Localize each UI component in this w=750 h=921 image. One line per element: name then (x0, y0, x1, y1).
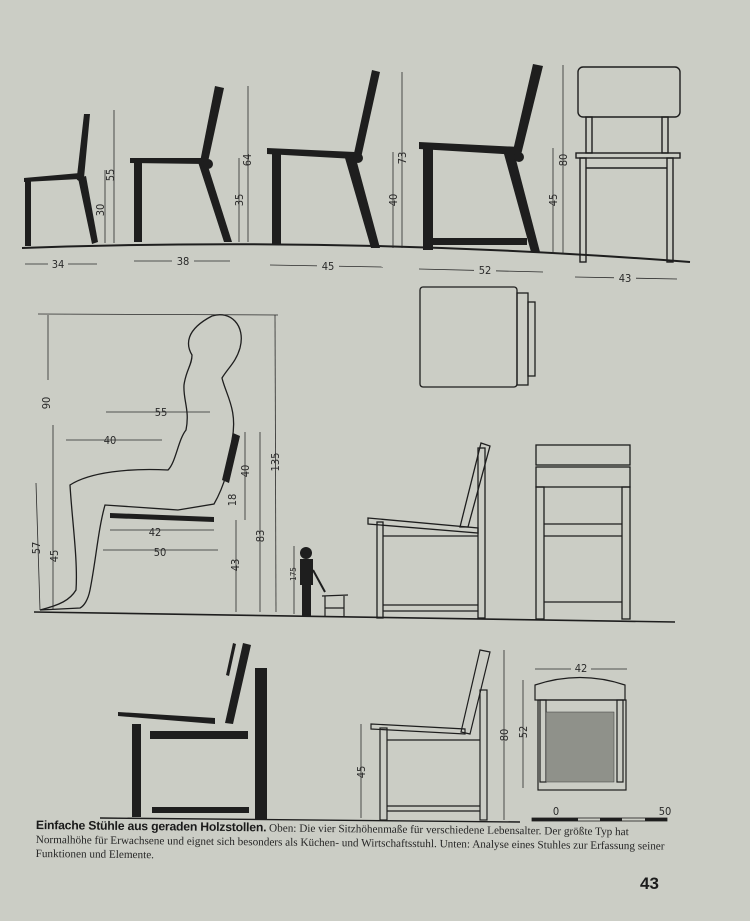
svg-text:18: 18 (226, 494, 239, 507)
child-chair (321, 594, 349, 617)
chair-side-view-bottom (370, 649, 491, 821)
svg-text:57: 57 (30, 542, 43, 555)
svg-text:55: 55 (104, 169, 117, 182)
svg-text:34: 34 (52, 258, 65, 271)
svg-text:45: 45 (322, 260, 335, 273)
ground-line-top (21, 243, 691, 263)
chair-size-4 (419, 64, 543, 252)
svg-text:135: 135 (269, 453, 282, 472)
svg-text:45: 45 (48, 550, 61, 563)
svg-text:80: 80 (498, 729, 511, 742)
svg-text:80: 80 (557, 154, 570, 167)
ground-line-bottom (99, 817, 521, 823)
dimension-labels-middle: 90 55 40 42 50 57 45 40 18 43 83 135 175 (30, 397, 298, 581)
seated-figure-outline (39, 314, 242, 611)
dimension-labels-top: 30 55 35 64 40 73 45 80 34 38 45 52 43 (48, 152, 636, 285)
svg-text:175: 175 (289, 567, 298, 581)
scale-bar: 0 50 (531, 805, 672, 822)
svg-text:50: 50 (154, 546, 167, 559)
chair-front-view-top (575, 66, 681, 263)
child-figure (300, 547, 326, 616)
svg-text:45: 45 (355, 766, 368, 779)
chair-side-view-middle (367, 442, 491, 619)
dimension-labels-bottom: 45 80 52 42 (355, 662, 591, 778)
svg-text:42: 42 (149, 526, 162, 539)
svg-text:50: 50 (659, 805, 672, 818)
page-number: 43 (640, 874, 659, 893)
svg-text:40: 40 (104, 434, 117, 447)
chair-front-view-middle (535, 444, 631, 620)
svg-text:90: 90 (40, 397, 53, 410)
exploded-chair-analysis (118, 643, 267, 819)
svg-text:0: 0 (553, 805, 559, 818)
analysis-chair-middle (110, 433, 240, 522)
svg-text:35: 35 (233, 194, 246, 207)
svg-text:45: 45 (547, 194, 560, 207)
chair-size-3 (267, 70, 380, 248)
svg-text:52: 52 (517, 726, 530, 739)
svg-text:40: 40 (387, 194, 400, 207)
svg-text:30: 30 (94, 204, 107, 217)
svg-text:43: 43 (229, 559, 242, 572)
svg-text:64: 64 (241, 154, 254, 167)
svg-text:83: 83 (254, 530, 267, 543)
svg-text:55: 55 (155, 406, 168, 419)
ground-line-middle (33, 611, 676, 623)
svg-text:40: 40 (239, 465, 252, 478)
chair-size-2 (130, 86, 232, 242)
figure-caption: Einfache Stühle aus geraden Holzstollen.… (36, 818, 676, 868)
svg-text:52: 52 (479, 264, 492, 277)
svg-text:73: 73 (396, 152, 409, 165)
dimension-lines-middle (35, 313, 295, 614)
cane-seat-mesh (545, 711, 615, 783)
svg-text:42: 42 (575, 662, 588, 675)
dimension-lines-top (25, 65, 678, 280)
svg-text:38: 38 (177, 255, 190, 268)
svg-text:43: 43 (619, 272, 632, 285)
caption-title: Einfache Stühle aus geraden Holzstollen. (35, 818, 267, 835)
chair-plan-view (419, 286, 536, 388)
chair-size-1 (24, 114, 98, 246)
